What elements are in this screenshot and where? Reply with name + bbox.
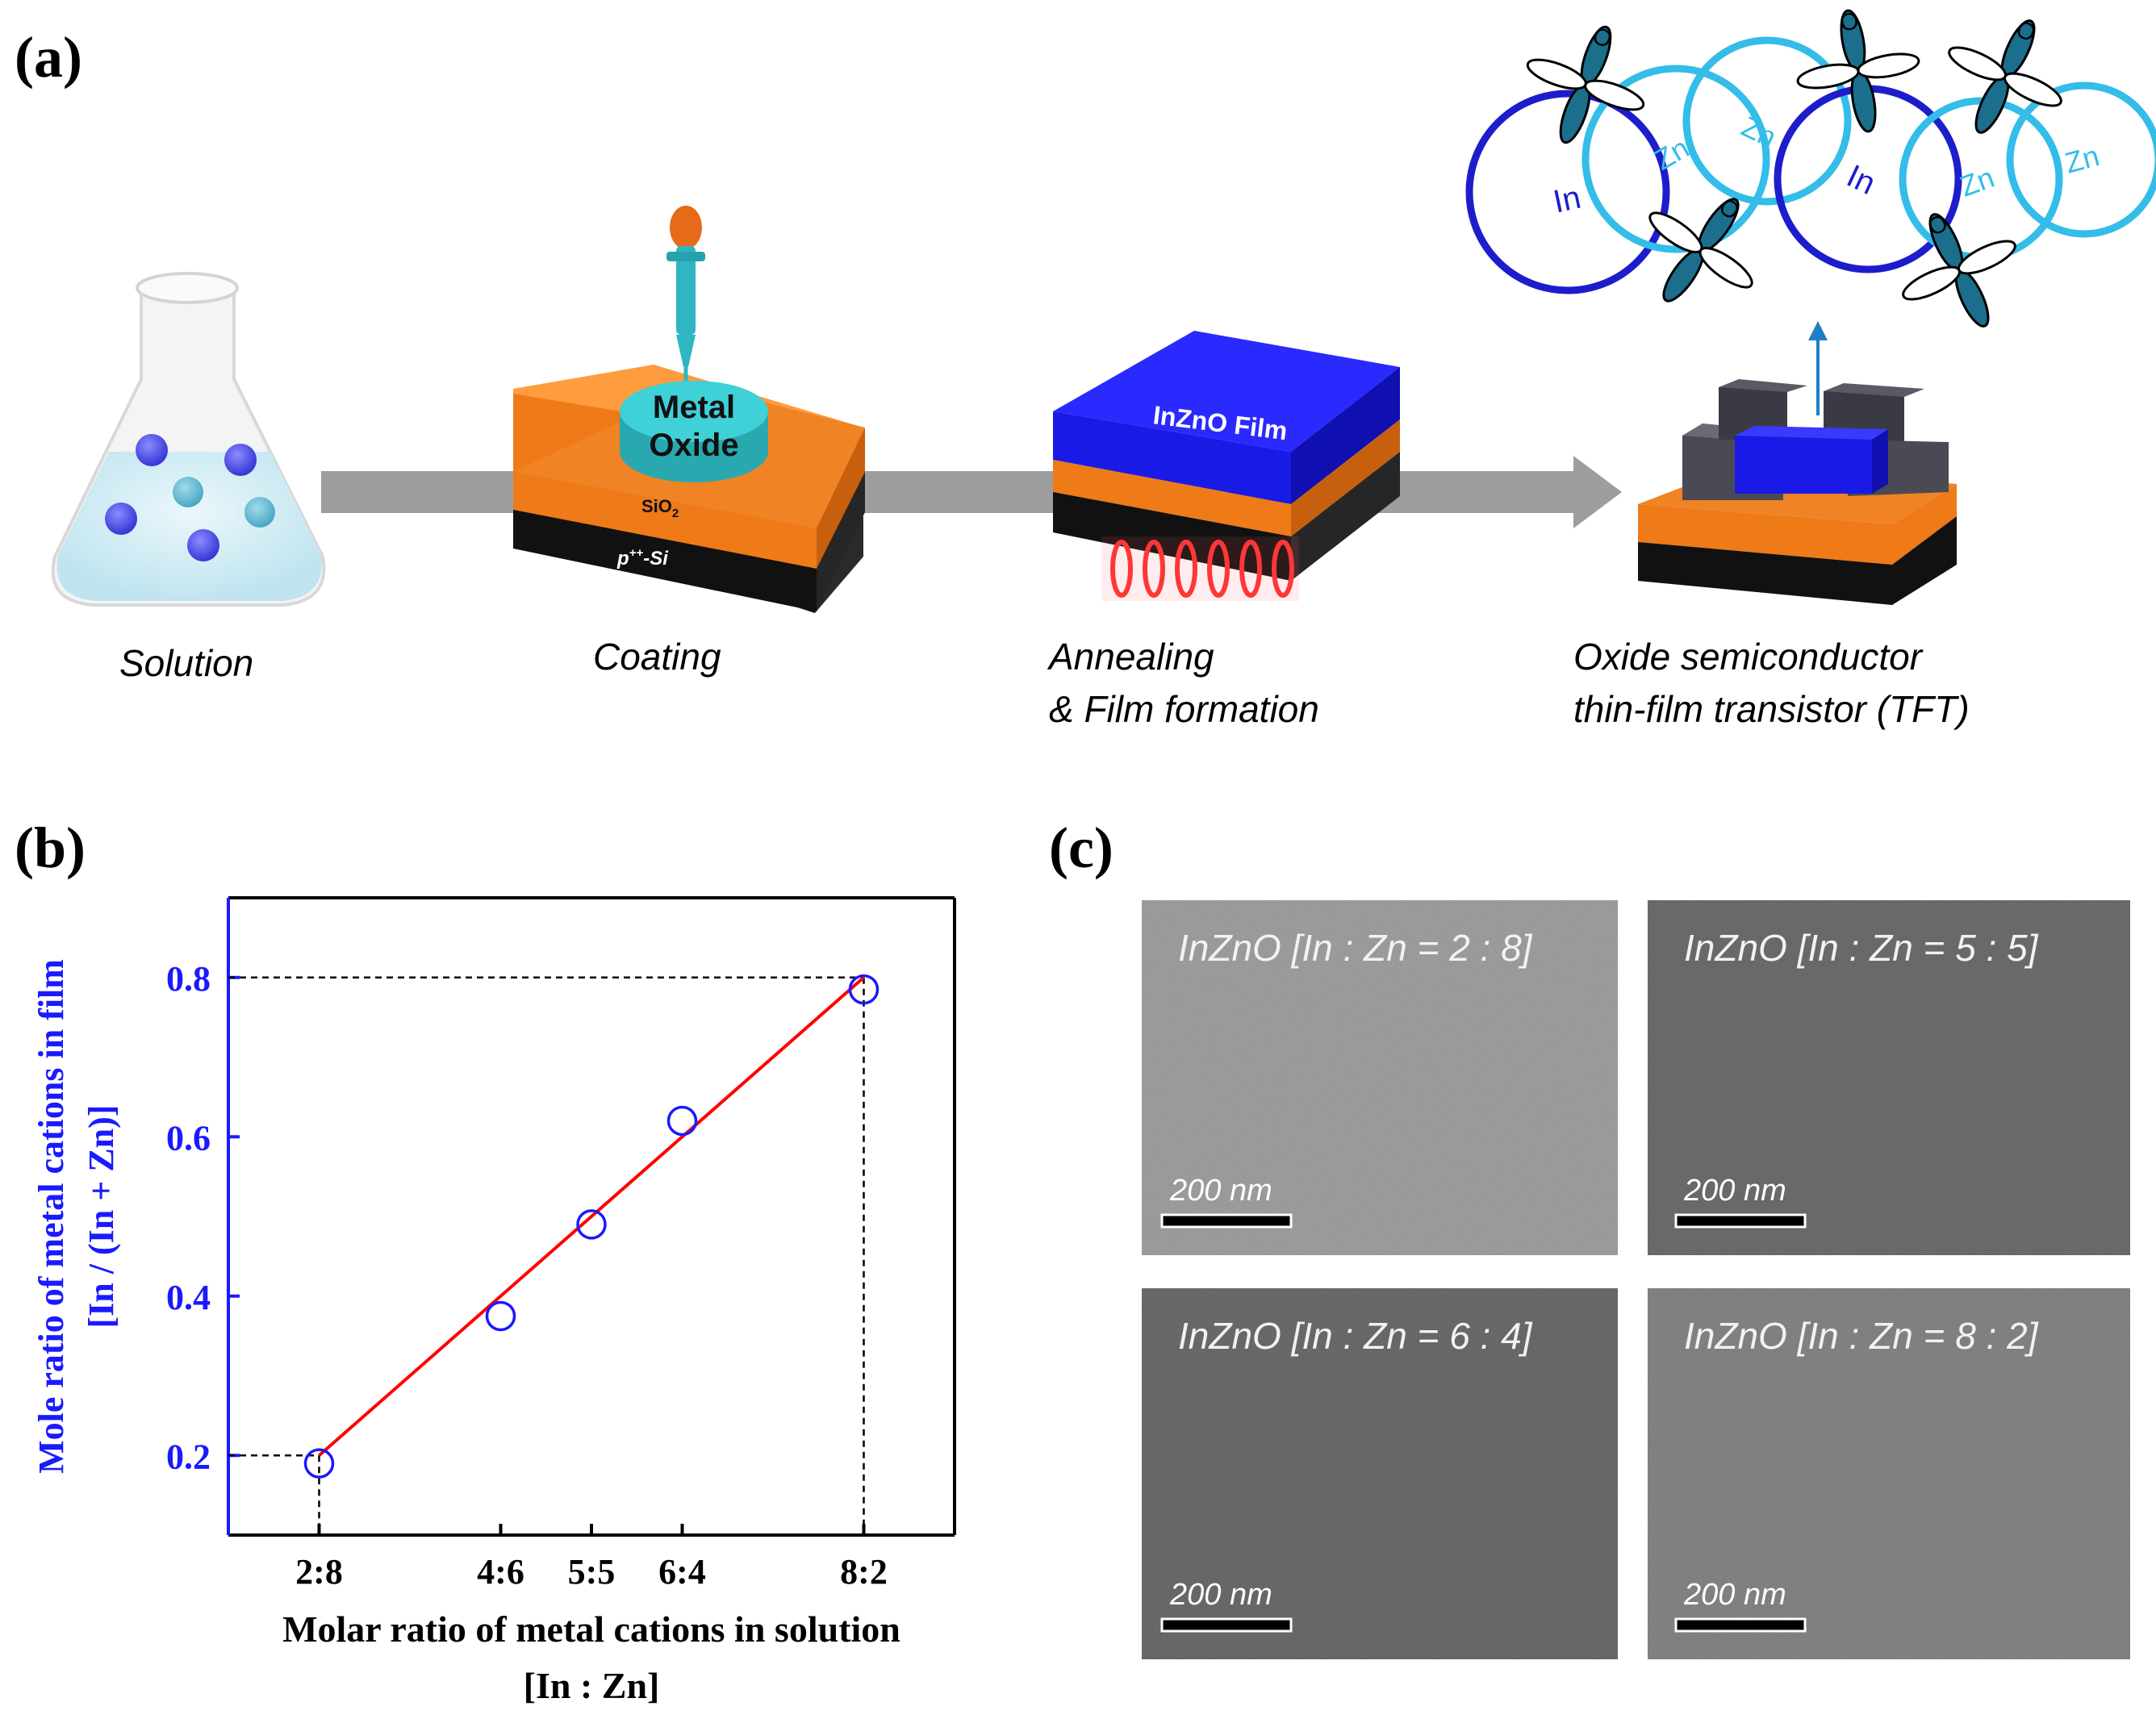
sem-title: InZnO [In : Zn = 8 : 2] [1684,1315,2039,1357]
oxygen-orbital-icon: O [1648,193,1753,302]
step-annealing-line1: Annealing [1047,636,1214,678]
scale-bar-label: 200 nm [1169,1578,1272,1612]
panel-c-label: (c) [1049,816,1114,880]
oxygen-orbital-icon: O [1796,7,1920,133]
scale-bar-label: 200 nm [1169,1174,1272,1208]
y-tick-label: 0.8 [166,959,211,999]
x-tick-label: 6:4 [658,1552,706,1592]
y-tick-label: 0.2 [166,1437,211,1476]
data-point [848,974,880,1005]
step-tft-line1: Oxide semiconductor [1573,636,1924,678]
sem-texture [1142,900,1618,1255]
indium-atom-1 [1465,90,1670,294]
scale-bar [1674,1213,1807,1229]
metal-oxide-drop [620,381,768,482]
sem-title: InZnO [In : Zn = 2 : 8] [1178,927,1533,969]
sem-title: InZnO [In : Zn = 5 : 5] [1684,927,2039,969]
metal-oxide-line2: Oxide [649,428,738,463]
step-tft-line2: thin-film transistor (TFT) [1573,688,1970,730]
scale-bar-label: 200 nm [1683,1578,1786,1612]
scale-bar [1160,1213,1293,1229]
y-tick-label: 0.6 [166,1118,211,1158]
step-annealing-line2: & Film formation [1049,688,1319,730]
zn-label-2: Zn [1736,110,1781,154]
zinc-atom-4 [2006,81,2156,238]
sem-image: InZnO [In : Zn = 8 : 2] 200 nm [1648,1288,2130,1659]
sem-texture [1142,1288,1618,1659]
zinc-atom-1 [1581,65,1770,253]
x-tick-label: 5:5 [568,1552,616,1592]
data-point [485,1300,516,1332]
sem-image: InZnO [In : Zn = 6 : 4] 200 nm [1142,1288,1618,1659]
in-label-1: In [1550,180,1584,220]
data-point [666,1105,698,1137]
x-axis-title-line2: [In : Zn] [524,1665,660,1706]
fit-line [318,976,865,1457]
x-axis-title-line1: Molar ratio of metal cations in solution [282,1608,900,1650]
scale-bar-label: 200 nm [1683,1174,1786,1208]
sem-texture [1648,1288,2130,1659]
oxygen-orbital-icon: O [1948,15,2062,134]
y-tick-label: 0.4 [166,1278,211,1317]
x-tick-label: 4:6 [477,1552,524,1592]
step-coating-label: Coating [593,636,721,678]
panel-b-label: (b) [15,816,86,880]
scale-bar [1674,1617,1807,1633]
sem-image: InZnO [In : Zn = 2 : 8] 200 nm [1142,900,1618,1255]
sem-texture [1648,900,2130,1255]
y-axis-title-line2: [In / (In + Zn)] [81,1105,121,1329]
heater-icon [1101,536,1299,601]
zn-label-4: Zn [2062,139,2103,179]
scale-bar [1160,1617,1293,1633]
step-solution-label: Solution [119,642,253,684]
sem-image: InZnO [In : Zn = 5 : 5] 200 nm [1648,900,2130,1255]
in-label-2: In [1841,158,1881,202]
y-axis-title-line1: Mole ratio of metal cations in film [31,959,71,1474]
zn-label-3: Zn [1955,161,1999,203]
metal-oxide-line1: Metal [653,390,735,425]
panel-a-label: (a) [15,25,82,90]
data-point [303,1448,335,1479]
sio2-label: SiO2 [641,496,679,520]
oxygen-orbital-icon: O [1902,210,2016,328]
si-label: p++-Si [616,546,669,570]
zinc-atom-2 [1682,36,1852,206]
pipette-icon [666,206,705,387]
x-tick-label: 2:8 [295,1552,343,1592]
solution-flask-icon [51,272,326,607]
annealing-stack [1053,331,1400,581]
tft-device-icon [1638,379,1957,605]
data-point [576,1209,607,1240]
oxygen-orbital-icon: O [1526,23,1645,144]
sem-title: InZnO [In : Zn = 6 : 4] [1178,1315,1533,1357]
x-tick-label: 8:2 [840,1552,888,1592]
oxygen-label: O [1838,7,1861,37]
